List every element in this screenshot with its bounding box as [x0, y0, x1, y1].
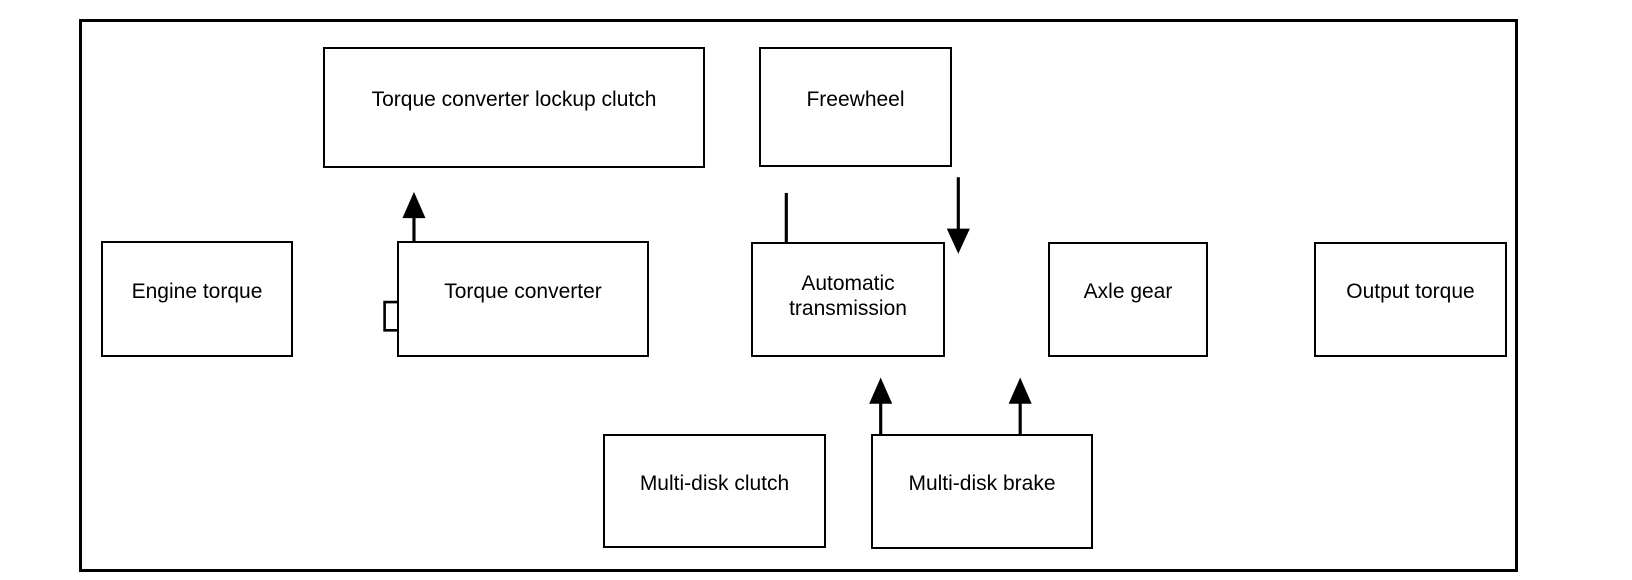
node-automatic-transmission: Automatic transmission: [751, 242, 945, 357]
node-multi-disk-clutch: Multi-disk clutch: [603, 434, 826, 548]
node-multi-disk-brake-label: Multi-disk brake: [908, 472, 1056, 495]
node-multi-disk-brake: Multi-disk brake: [871, 434, 1093, 549]
node-output-torque-label: Output torque: [1346, 280, 1475, 303]
node-freewheel-label: Freewheel: [806, 87, 905, 111]
node-torque-converter-lockup-clutch-label: Torque converter lockup clutch: [371, 88, 657, 111]
node-engine-torque: Engine torque: [101, 241, 293, 357]
arrow-freewheel-to-transmission: [946, 177, 970, 254]
node-torque-converter-lockup-clutch: Torque converter lockup clutch: [323, 47, 705, 168]
node-axle-gear-label: Axle gear: [1083, 280, 1173, 303]
node-torque-converter-label: Torque converter: [444, 279, 602, 303]
node-multi-disk-clutch-label: Multi-disk clutch: [639, 471, 790, 495]
node-axle-gear: Axle gear: [1048, 242, 1208, 357]
node-engine-torque-label: Engine torque: [131, 279, 263, 303]
node-freewheel: Freewheel: [759, 47, 952, 167]
node-torque-converter: Torque converter: [397, 241, 649, 357]
node-automatic-transmission-label: Automatic transmission: [789, 271, 907, 320]
node-output-torque: Output torque: [1314, 242, 1507, 357]
